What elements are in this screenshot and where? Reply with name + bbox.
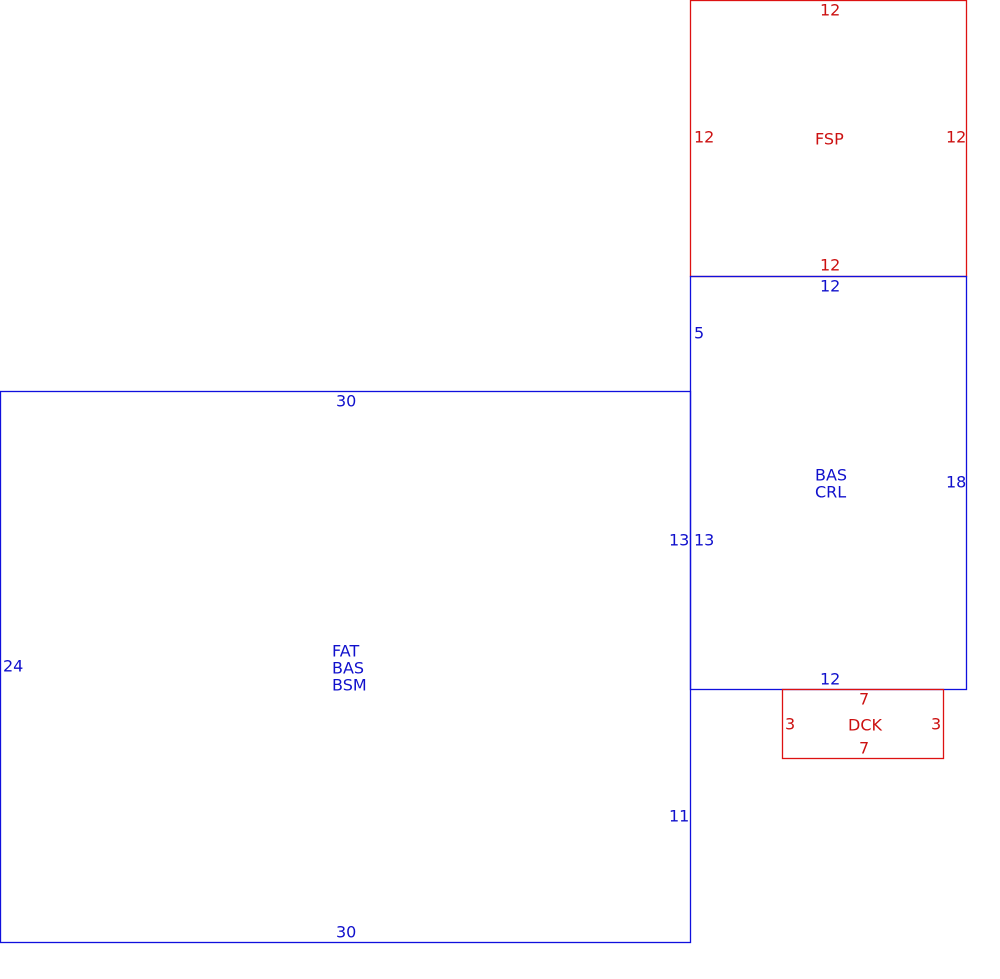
crawl-dim-top: 12 — [820, 277, 840, 296]
main-dim-right-upper: 13 — [669, 531, 689, 550]
main-dim-left: 24 — [3, 657, 23, 676]
main-outline — [0, 390, 692, 944]
crawl-dim-bottom: 12 — [820, 670, 840, 689]
crawl-dim-left-upper: 5 — [694, 324, 704, 343]
area-crawl: BAS CRL 12 5 13 18 12 — [689, 275, 968, 691]
crawl-dim-right: 18 — [946, 473, 966, 492]
porch-dim-bottom: 12 — [820, 256, 840, 275]
deck-dim-top: 7 — [859, 690, 869, 709]
porch-dim-left: 12 — [694, 128, 714, 147]
main-code-2: BAS — [332, 659, 364, 678]
porch-dim-top: 12 — [820, 1, 840, 20]
porch-code: FSP — [815, 130, 844, 149]
deck-dim-bottom: 7 — [859, 739, 869, 758]
main-code-3: BSM — [332, 676, 367, 695]
main-dim-right-lower: 11 — [669, 807, 689, 826]
main-dim-bottom: 30 — [336, 923, 356, 942]
porch-dim-right: 12 — [946, 128, 966, 147]
deck-dim-left: 3 — [785, 715, 795, 734]
crawl-code-2: CRL — [815, 483, 846, 502]
deck-outline — [781, 688, 945, 760]
deck-dim-right: 3 — [931, 715, 941, 734]
area-deck: DCK 7 3 3 7 — [781, 688, 945, 760]
area-main: FAT BAS BSM 30 24 13 11 30 — [0, 390, 692, 944]
crawl-code-1: BAS — [815, 466, 847, 485]
area-porch: FSP 12 12 12 12 — [689, 0, 968, 278]
deck-code: DCK — [848, 716, 882, 735]
main-code-1: FAT — [332, 642, 359, 661]
crawl-dim-left-lower: 13 — [694, 531, 714, 550]
main-dim-top: 30 — [336, 392, 356, 411]
